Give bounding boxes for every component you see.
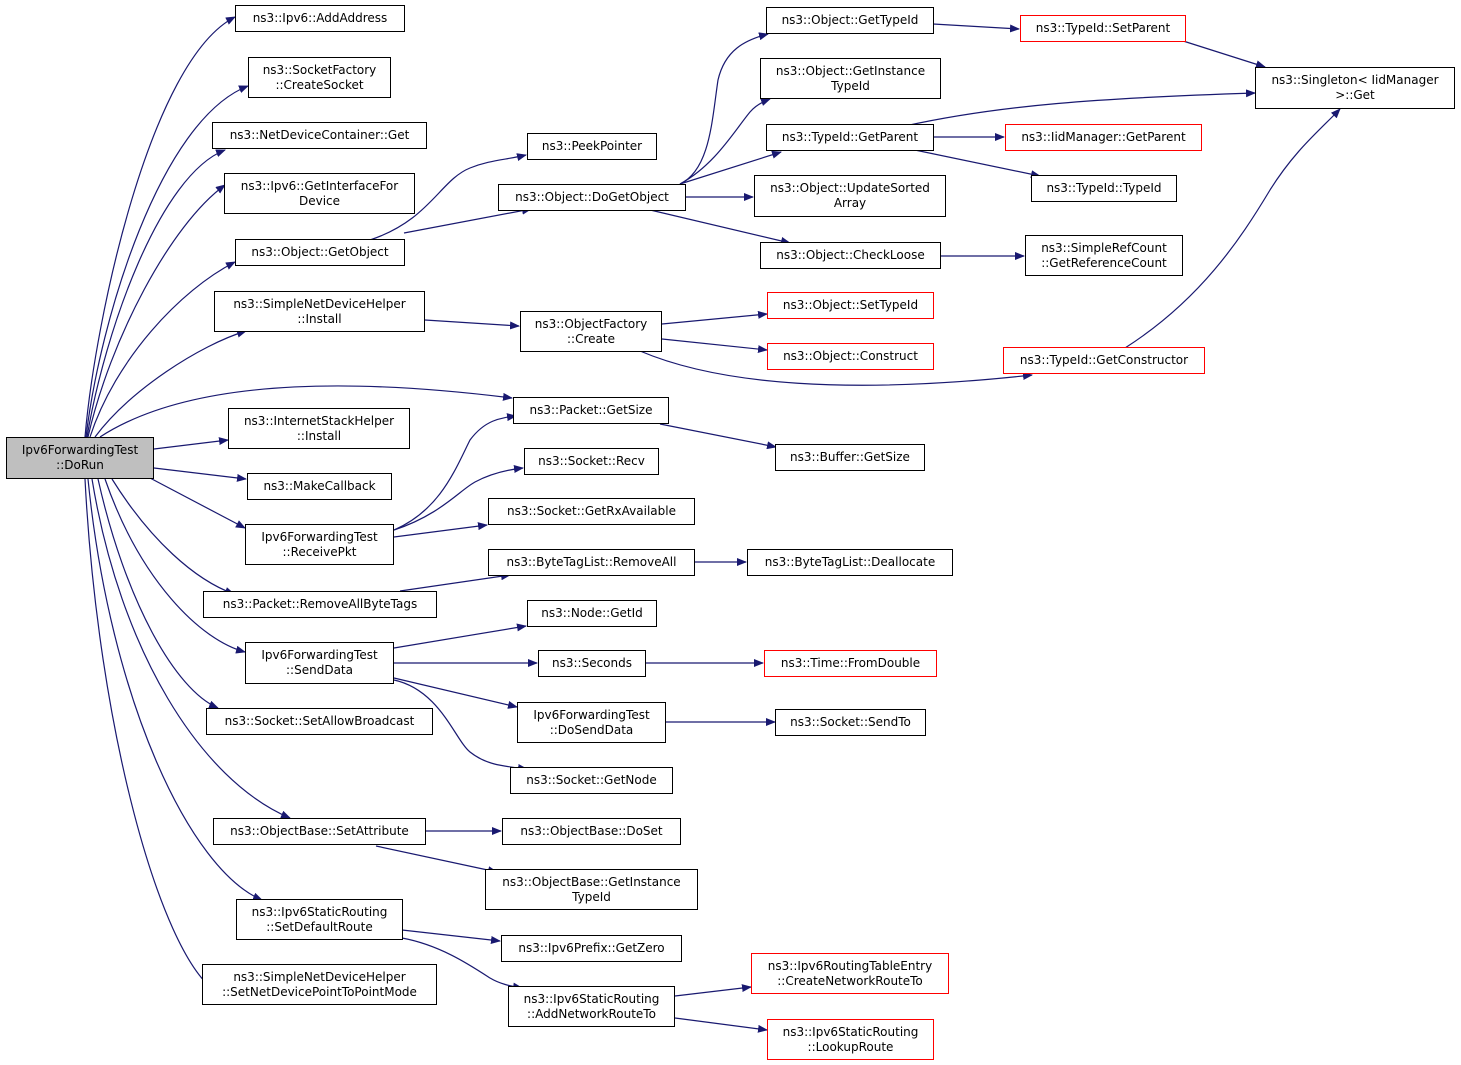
edge-getobject-to-peekpointer: [369, 153, 527, 241]
edge-setdefaultroute-to-addnetworkrouteto: [401, 937, 523, 991]
edge-root-to-receivepkt: [149, 477, 246, 529]
node-time-fromdouble[interactable]: ns3::Time::FromDouble: [764, 650, 937, 677]
node-objectbase-doset[interactable]: ns3::ObjectBase::DoSet: [502, 818, 681, 845]
edge-objectfactory-create-to-typeid-getconstructor: [639, 350, 1033, 386]
node-socket-getnode[interactable]: ns3::Socket::GetNode: [510, 767, 673, 794]
edge-root-to-object-getobject: [89, 261, 236, 438]
node-ipv6forwardingtest-senddata[interactable]: Ipv6ForwardingTest::SendData: [245, 642, 394, 684]
edge-objectfactory-create-to-object-construct: [661, 338, 768, 354]
edge-addnetworkrouteto-to-createnetworkrouteto: [674, 984, 752, 997]
edge-root-to-ipv6staticrouting-setdefaultroute: [87, 478, 263, 901]
edge-root-to-packet-removeallbytetags: [111, 478, 235, 595]
node-makecallback[interactable]: ns3::MakeCallback: [247, 473, 392, 500]
edge-typeid-getparent-to-typeid-typeid: [909, 148, 1041, 179]
edge-addnetworkrouteto-to-lookuproute: [674, 1017, 768, 1033]
node-typeid-getconstructor[interactable]: ns3::TypeId::GetConstructor: [1003, 347, 1205, 374]
node-ipv6prefix-getzero[interactable]: ns3::Ipv6Prefix::GetZero: [501, 935, 682, 962]
node-bytetaglist-deallocate[interactable]: ns3::ByteTagList::Deallocate: [747, 549, 953, 576]
edge-senddata-to-socket-getnode: [393, 679, 528, 772]
node-simplenetdevicehelper-setnetdevicepointtopointmode[interactable]: ns3::SimpleNetDeviceHelper::SetNetDevice…: [202, 964, 437, 1005]
node-typeid-setparent[interactable]: ns3::TypeId::SetParent: [1020, 15, 1186, 42]
node-netdevicecontainer-get[interactable]: ns3::NetDeviceContainer::Get: [212, 122, 427, 149]
node-typeid-typeid[interactable]: ns3::TypeId::TypeId: [1031, 175, 1177, 202]
edge-senddata-to-dosenddata: [393, 677, 518, 709]
edge-root-to-ipv6-addaddress: [84, 16, 236, 438]
node-objectbase-setattribute[interactable]: ns3::ObjectBase::SetAttribute: [213, 818, 426, 845]
node-iidmanager-getparent[interactable]: ns3::IidManager::GetParent: [1005, 124, 1202, 151]
node-peekpointer[interactable]: ns3::PeekPointer: [527, 133, 657, 160]
edge-dogetobject-to-typeid-getparent: [679, 150, 782, 185]
edge-objectfactory-create-to-object-settypeid: [661, 310, 768, 325]
node-bytetaglist-removeall[interactable]: ns3::ByteTagList::RemoveAll: [488, 549, 695, 576]
edge-root-to-objectbase-setattribute: [91, 478, 291, 819]
edge-receivepkt-to-packet-getsize: [393, 413, 517, 531]
node-simplenetdevicehelper-install[interactable]: ns3::SimpleNetDeviceHelper::Install: [214, 291, 425, 332]
node-object-gettypeid[interactable]: ns3::Object::GetTypeId: [766, 7, 934, 34]
edge-root-to-socketfactory-createsocket: [85, 85, 249, 438]
edge-getobject-to-dogetobject: [403, 206, 532, 234]
edge-root-to-senddata: [104, 478, 246, 654]
node-socket-setallowbroadcast[interactable]: ns3::Socket::SetAllowBroadcast: [206, 708, 433, 735]
node-root-ipv6forwardingtest-dorun[interactable]: Ipv6ForwardingTest::DoRun: [6, 437, 154, 479]
edge-dogetobject-to-object-getinstancetypeid: [679, 98, 771, 185]
edge-packet-getsize-to-buffer-getsize: [659, 423, 777, 450]
edge-getconstructor-to-singleton-get: [1124, 108, 1341, 349]
node-seconds[interactable]: ns3::Seconds: [538, 650, 646, 677]
edge-root-to-packet-getsize: [99, 385, 513, 438]
node-internetstackhelper-install[interactable]: ns3::InternetStackHelper::Install: [228, 408, 410, 449]
edge-receivepkt-to-socket-recv: [393, 465, 524, 531]
edge-senddata-to-node-getid: [393, 623, 527, 649]
node-object-settypeid[interactable]: ns3::Object::SetTypeId: [767, 292, 934, 319]
edge-dogetobject-to-object-gettypeid: [679, 32, 769, 185]
node-object-dogetobject[interactable]: ns3::Object::DoGetObject: [498, 184, 686, 211]
node-ipv6staticrouting-setdefaultroute[interactable]: ns3::Ipv6StaticRouting::SetDefaultRoute: [236, 899, 403, 940]
node-ipv6staticrouting-addnetworkrouteto[interactable]: ns3::Ipv6StaticRouting::AddNetworkRouteT…: [508, 986, 675, 1027]
edge-receivepkt-to-socket-getrxavailable: [393, 522, 488, 538]
edge-typeid-setparent-to-singleton-get: [1179, 39, 1266, 69]
node-typeid-getparent[interactable]: ns3::TypeId::GetParent: [766, 124, 934, 151]
edge-root-to-socket-setallowbroadcast: [97, 478, 219, 709]
node-singleton-iidmanager-get[interactable]: ns3::Singleton< IidManager>::Get: [1255, 67, 1455, 109]
edge-root-to-simplenetdevicehelper-install: [94, 329, 247, 438]
node-socket-recv[interactable]: ns3::Socket::Recv: [524, 448, 659, 475]
edge-install-to-objectfactory-create: [424, 319, 520, 330]
node-packet-removeallbytetags[interactable]: ns3::Packet::RemoveAllByteTags: [203, 591, 437, 618]
edge-setattribute-to-objectbase-getinstancetypeid: [375, 845, 498, 875]
edge-root-to-netdevicecontainer-get: [86, 149, 226, 438]
node-object-construct[interactable]: ns3::Object::Construct: [767, 343, 934, 370]
node-object-getobject[interactable]: ns3::Object::GetObject: [235, 239, 405, 266]
node-socket-getrxavailable[interactable]: ns3::Socket::GetRxAvailable: [488, 498, 695, 525]
node-socketfactory-createsocket[interactable]: ns3::SocketFactory::CreateSocket: [248, 57, 391, 98]
edge-removeallbytetags-to-bytetaglist-removeall: [399, 572, 511, 592]
node-buffer-getsize[interactable]: ns3::Buffer::GetSize: [775, 444, 925, 471]
node-ipv6forwardingtest-receivepkt[interactable]: Ipv6ForwardingTest::ReceivePkt: [245, 524, 394, 565]
node-ipv6staticrouting-lookuproute[interactable]: ns3::Ipv6StaticRouting::LookupRoute: [767, 1019, 934, 1060]
node-node-getid[interactable]: ns3::Node::GetId: [527, 600, 657, 627]
node-ipv6routingtableentry-createnetworkrouteto[interactable]: ns3::Ipv6RoutingTableEntry::CreateNetwor…: [751, 953, 949, 994]
node-ipv6-addaddress[interactable]: ns3::Ipv6::AddAddress: [235, 5, 405, 32]
edge-root-to-ipv6-getinterfacefordevice: [87, 184, 226, 438]
node-simplerefcount-getreferencecount[interactable]: ns3::SimpleRefCount::GetReferenceCount: [1025, 235, 1183, 276]
node-ipv6forwardingtest-dosenddata[interactable]: Ipv6ForwardingTest::DoSendData: [517, 702, 666, 743]
edge-root-to-internetstackhelper-install: [153, 437, 229, 450]
edge-dogetobject-to-object-checkloose: [645, 208, 791, 245]
edge-root-to-simplenetdevicehelper-setp2p: [84, 478, 215, 991]
node-socket-sendto[interactable]: ns3::Socket::SendTo: [775, 709, 926, 736]
node-object-checkloose[interactable]: ns3::Object::CheckLoose: [760, 242, 941, 269]
edge-typeid-getparent-to-singleton-get: [904, 89, 1256, 127]
edge-object-gettypeid-to-typeid-setparent: [932, 23, 1020, 33]
edge-root-to-makecallback: [153, 467, 247, 482]
node-objectfactory-create[interactable]: ns3::ObjectFactory::Create: [520, 311, 662, 352]
edge-setdefaultroute-to-ipv6prefix-getzero: [401, 929, 501, 944]
node-packet-getsize[interactable]: ns3::Packet::GetSize: [513, 397, 669, 424]
